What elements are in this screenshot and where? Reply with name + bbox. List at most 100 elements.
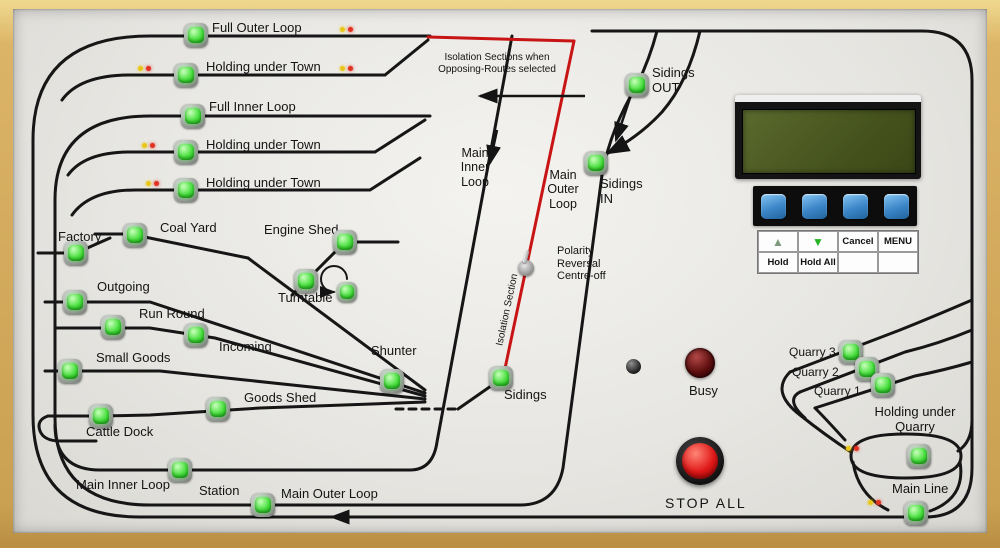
label-main-outer-loop: Main Outer Loop <box>281 486 378 501</box>
button-holding-under-town-1[interactable] <box>174 63 198 87</box>
holding-town-2-line <box>153 118 427 154</box>
led-pair <box>846 446 859 451</box>
label-stop-all: STOP ALL <box>665 495 747 511</box>
down-arrow-icon[interactable]: ▼ <box>798 231 838 252</box>
label-main-outer-center: Main Outer Loop <box>547 168 579 211</box>
led-pair <box>142 143 155 148</box>
quarry-2-line <box>798 328 974 394</box>
yellow-led <box>846 446 851 451</box>
turntable-arc <box>319 265 348 298</box>
aux-indicator-lamp <box>626 359 641 374</box>
lcd-function-keys <box>753 186 917 226</box>
label-main-inner-loop: Main Inner Loop <box>76 477 170 492</box>
label-holding-under-town-1: Holding under Town <box>206 59 321 74</box>
button-sidings[interactable] <box>489 366 513 390</box>
route-arrows <box>329 88 632 525</box>
button-small-goods[interactable] <box>58 359 82 383</box>
led-pair <box>340 66 353 71</box>
label-main-inner-center: Main Inner Loop <box>460 146 490 189</box>
menu-key[interactable]: MENU <box>878 231 918 252</box>
button-main-inner-loop[interactable] <box>168 458 192 482</box>
label-small-goods: Small Goods <box>96 350 171 365</box>
label-incoming: Incoming <box>219 339 272 354</box>
right-edge-to-loop <box>956 418 974 453</box>
cattle-dock-hook <box>37 414 98 443</box>
lcd-module <box>735 95 921 179</box>
button-holding-under-quarry[interactable] <box>907 444 931 468</box>
coal-yard-line <box>93 232 250 260</box>
button-full-inner-loop[interactable] <box>181 104 205 128</box>
led-pair <box>868 500 881 505</box>
label-quarry-1: Quarry 1 <box>814 384 861 398</box>
button-outgoing[interactable] <box>63 290 87 314</box>
led-pair <box>146 181 159 186</box>
button-incoming[interactable] <box>184 323 208 347</box>
label-station: Station <box>199 483 240 498</box>
button-cattle-dock[interactable] <box>89 404 113 428</box>
label-main-line: Main Line <box>892 481 949 496</box>
button-turntable[interactable] <box>294 269 318 293</box>
button-main-line[interactable] <box>904 501 928 525</box>
button-goods-shed[interactable] <box>206 397 230 421</box>
led-pair <box>138 66 151 71</box>
polarity-reversal-toggle[interactable] <box>518 260 534 276</box>
holding-quarry-loop <box>849 432 963 480</box>
button-full-outer-loop[interactable] <box>184 23 208 47</box>
red-led <box>154 181 159 186</box>
empty-key-cell <box>878 252 918 273</box>
hold-all-key[interactable]: Hold All <box>798 252 838 273</box>
red-led <box>854 446 859 451</box>
up-arrow-icon[interactable]: ▲ <box>758 231 798 252</box>
yellow-led <box>142 143 147 148</box>
yellow-led <box>340 66 345 71</box>
hold-key[interactable]: Hold <box>758 252 798 273</box>
label-holding-under-town-2: Holding under Town <box>206 137 321 152</box>
label-isolation-note: Isolation Sections when Opposing-Routes … <box>438 52 556 75</box>
button-factory[interactable] <box>64 241 88 265</box>
red-led <box>150 143 155 148</box>
button-holding-under-town-3[interactable] <box>174 178 198 202</box>
cancel-key[interactable]: Cancel <box>838 231 878 252</box>
blue-key-2[interactable] <box>802 193 827 219</box>
label-goods-shed: Goods Shed <box>244 390 317 405</box>
yellow-led <box>868 500 873 505</box>
label-factory: Factory <box>58 229 102 244</box>
red-led <box>348 66 353 71</box>
key-legend-table: ▲ ▼ Cancel MENU Hold Hold All <box>757 230 919 274</box>
main-inner-diagonal <box>53 34 514 472</box>
blue-key-1[interactable] <box>761 193 786 219</box>
inner-loop-line <box>53 114 522 507</box>
blue-key-4[interactable] <box>884 193 909 219</box>
button-engine-shed[interactable] <box>333 230 357 254</box>
button-shunter[interactable] <box>380 369 404 393</box>
holding-town-2-left <box>66 150 157 177</box>
yellow-led <box>340 27 345 32</box>
stop-all-button[interactable] <box>676 437 724 485</box>
red-led <box>146 66 151 71</box>
button-run-round[interactable] <box>101 315 125 339</box>
button-sidings-in[interactable] <box>584 151 608 175</box>
blue-key-3[interactable] <box>843 193 868 219</box>
quarry-merge-2 <box>792 390 807 420</box>
button-sidings-out[interactable] <box>625 73 649 97</box>
yard-artery-1 <box>246 256 427 392</box>
red-led <box>348 27 353 32</box>
button-holding-under-town-2[interactable] <box>174 140 198 164</box>
button-turntable-direction[interactable] <box>337 282 357 302</box>
label-holding-under-quarry: Holding under Quarry <box>874 404 956 434</box>
button-quarry-1[interactable] <box>871 373 895 397</box>
quarry-loop-exit-left <box>851 460 890 512</box>
arrow-down-outer <box>614 97 632 143</box>
isolation-top-segment <box>426 35 576 43</box>
outer-loop-line <box>31 29 974 519</box>
label-engine-shed: Engine Shed <box>264 222 339 237</box>
label-quarry-2: Quarry 2 <box>792 365 839 379</box>
button-coal-yard[interactable] <box>123 223 147 247</box>
label-holding-under-town-3: Holding under Town <box>206 175 321 190</box>
quarry-1-line <box>813 360 974 410</box>
label-turntable: Turntable <box>278 290 333 305</box>
label-busy: Busy <box>689 383 718 398</box>
holding-town-3-left <box>70 188 162 217</box>
button-main-outer-loop[interactable] <box>251 493 275 517</box>
